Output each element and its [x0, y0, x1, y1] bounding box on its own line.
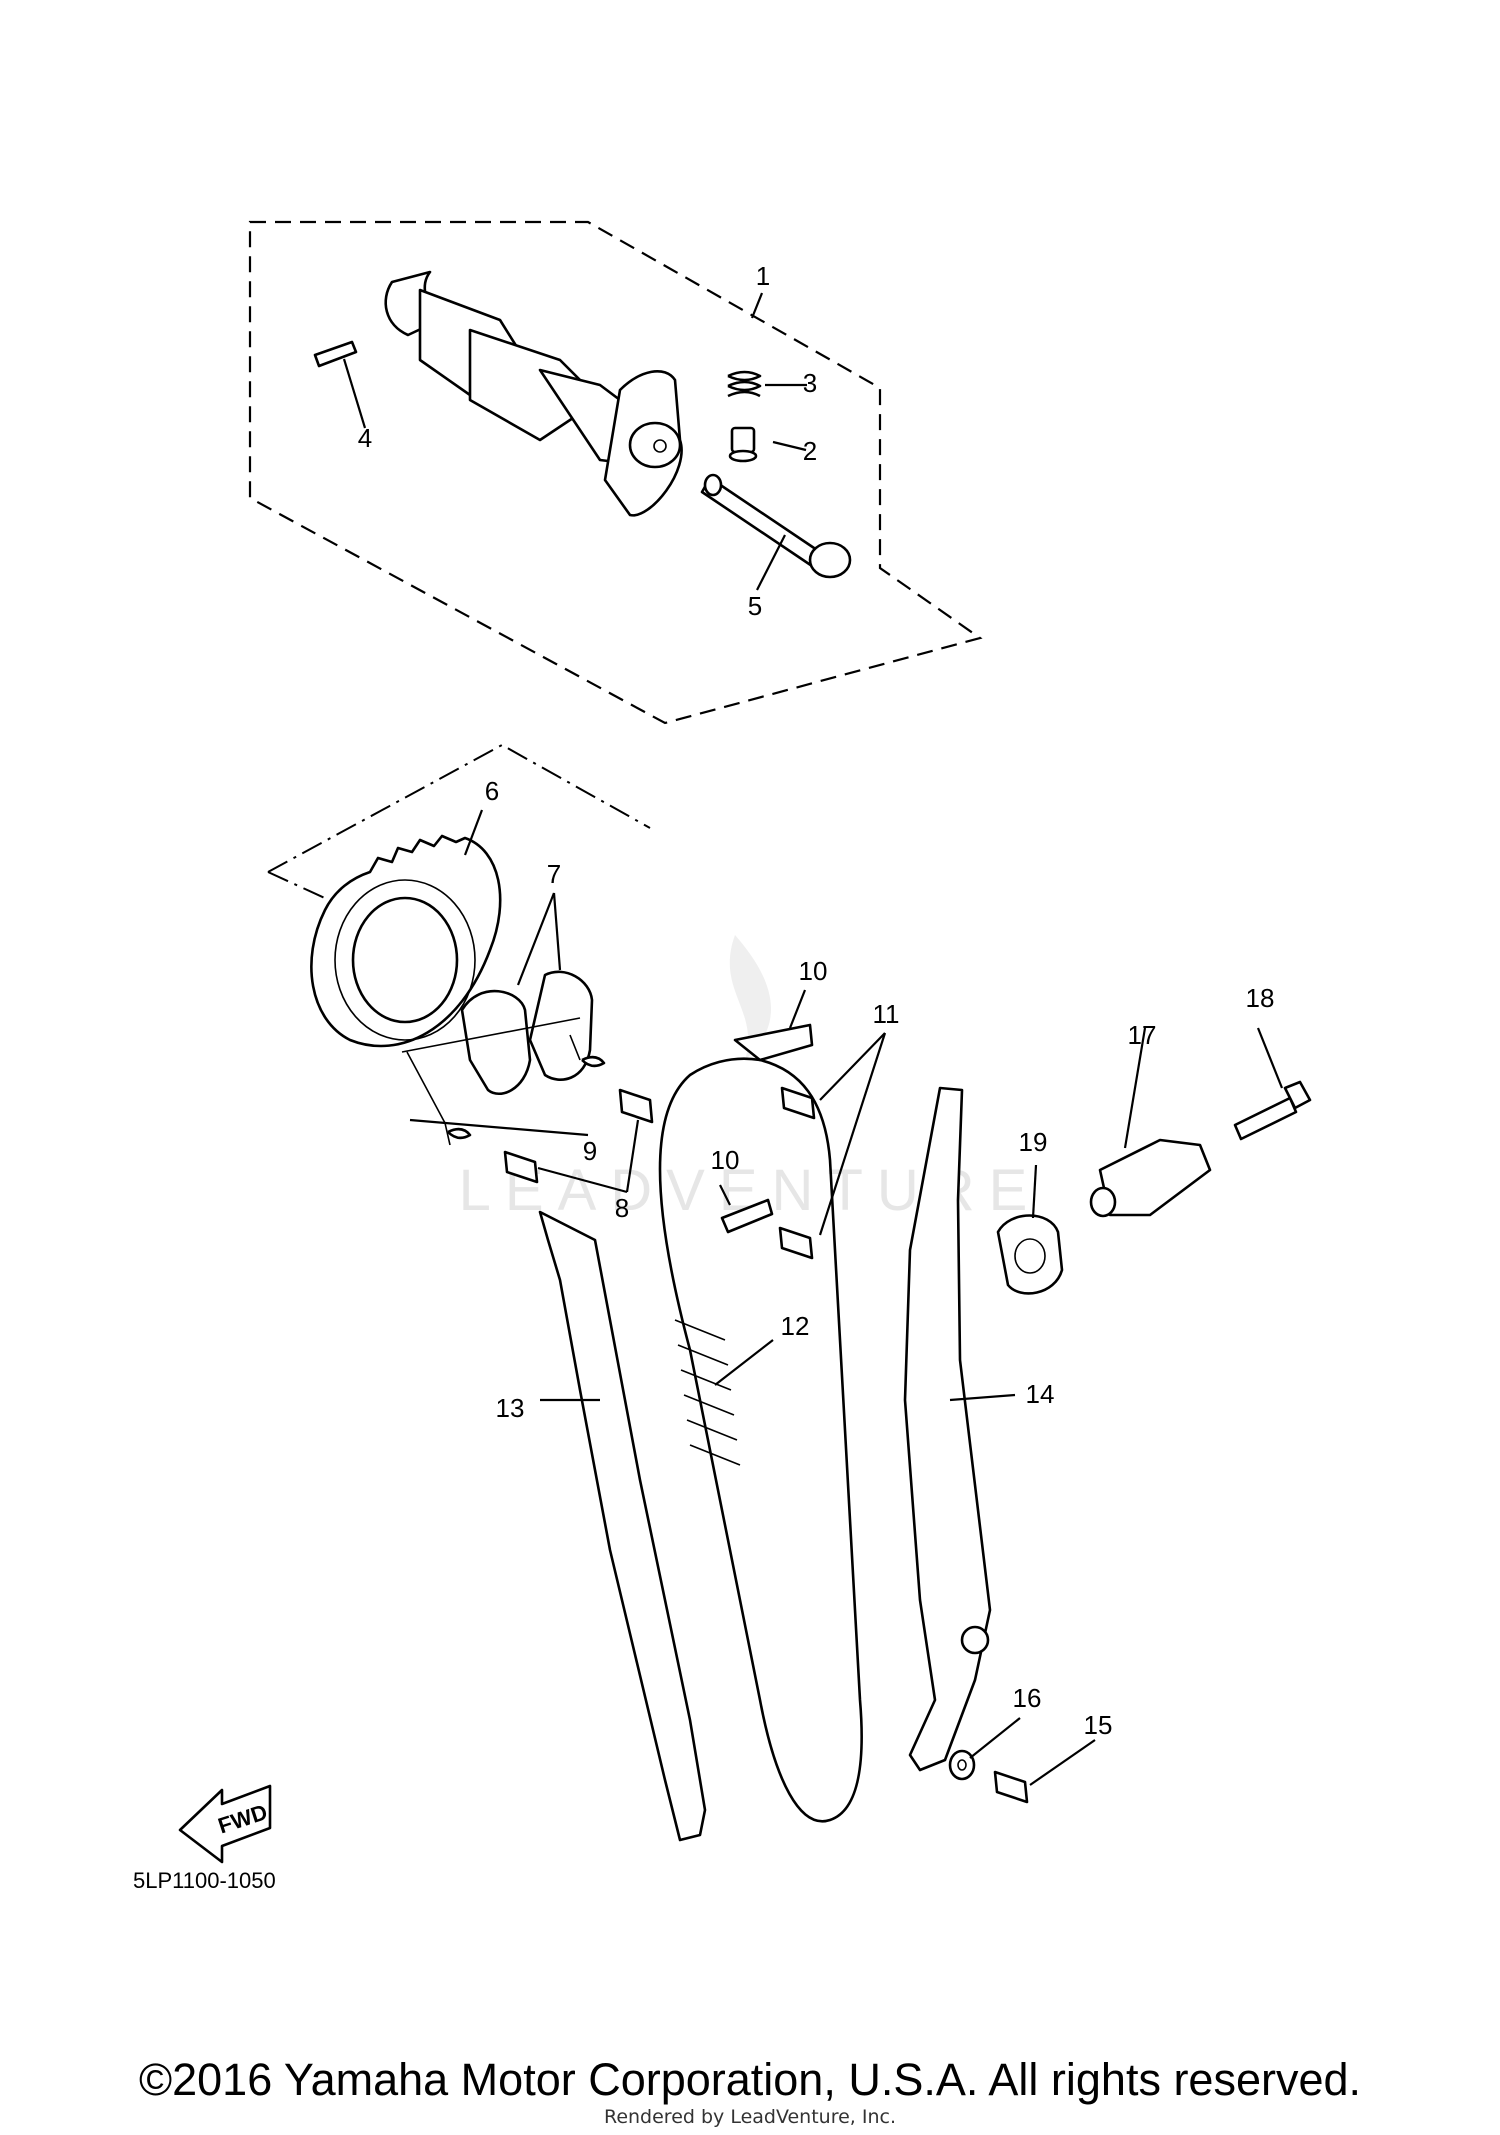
callout-6: 6: [485, 776, 499, 806]
dowel-pin: [313, 340, 358, 368]
tensioner-bolt: [1233, 1080, 1312, 1141]
tensioner-gasket: [996, 1214, 1064, 1295]
sprocket-group-outline: [267, 743, 651, 906]
chain-guide-exhaust: [538, 1210, 707, 1842]
sprocket-bolts: [503, 1088, 654, 1184]
guide-washer: [948, 1749, 976, 1781]
chain-guide-stopper-lower: [720, 1198, 774, 1234]
callout-8: 8: [615, 1193, 629, 1223]
plate-springs: [447, 1055, 606, 1140]
timing-chain: [658, 1057, 863, 1823]
leader-lines: [342, 292, 1284, 1786]
forward-arrow-icon: FWD: [178, 1784, 272, 1864]
callout-10-lower: 10: [711, 1145, 740, 1175]
callout-11: 11: [873, 999, 900, 1029]
guide-pivot-bolt: [993, 1770, 1029, 1804]
callout-16: 16: [1013, 1683, 1042, 1713]
camshaft: [384, 270, 683, 517]
rendered-by-note: Rendered by LeadVenture, Inc.: [603, 2106, 897, 2128]
chain-guide-stopper-upper: [733, 1023, 814, 1062]
callout-18: 18: [1246, 983, 1275, 1013]
callout-4: 4: [358, 423, 372, 453]
callout-5: 5: [748, 591, 762, 621]
camshaft-assembly-outline: [248, 220, 983, 725]
decompression-spring: [727, 370, 762, 398]
callout-14: 14: [1026, 1379, 1055, 1409]
callout-9: 9: [583, 1136, 597, 1166]
cam-sprocket: [310, 834, 502, 1048]
callout-2: 2: [803, 436, 817, 466]
callout-3: 3: [803, 368, 817, 398]
diagram-code: 5LP1100-1050: [133, 1868, 276, 1893]
decompression-plates: [460, 970, 594, 1096]
callout-17: 17: [1128, 1020, 1157, 1050]
callout-15: 15: [1084, 1710, 1113, 1740]
callout-1: 1: [756, 261, 770, 291]
chain-tensioner: [1089, 1138, 1212, 1218]
decompression-shaft: [700, 473, 852, 579]
callout-labels: 1 2 3 4 5 6 7 8 9 10 10 11 12 13 14 15 1…: [358, 261, 1275, 1740]
callout-13: 13: [496, 1393, 525, 1423]
copyright-notice: ©2016 Yamaha Motor Corporation, U.S.A. A…: [138, 2054, 1362, 2105]
guide-stopper-bolts: [778, 1086, 816, 1260]
chain-guide-intake: [903, 1086, 992, 1772]
callout-12: 12: [781, 1311, 810, 1341]
callout-19: 19: [1019, 1127, 1048, 1157]
decompression-pin: [728, 426, 758, 463]
callout-10-upper: 10: [799, 956, 828, 986]
callout-7: 7: [547, 859, 561, 889]
